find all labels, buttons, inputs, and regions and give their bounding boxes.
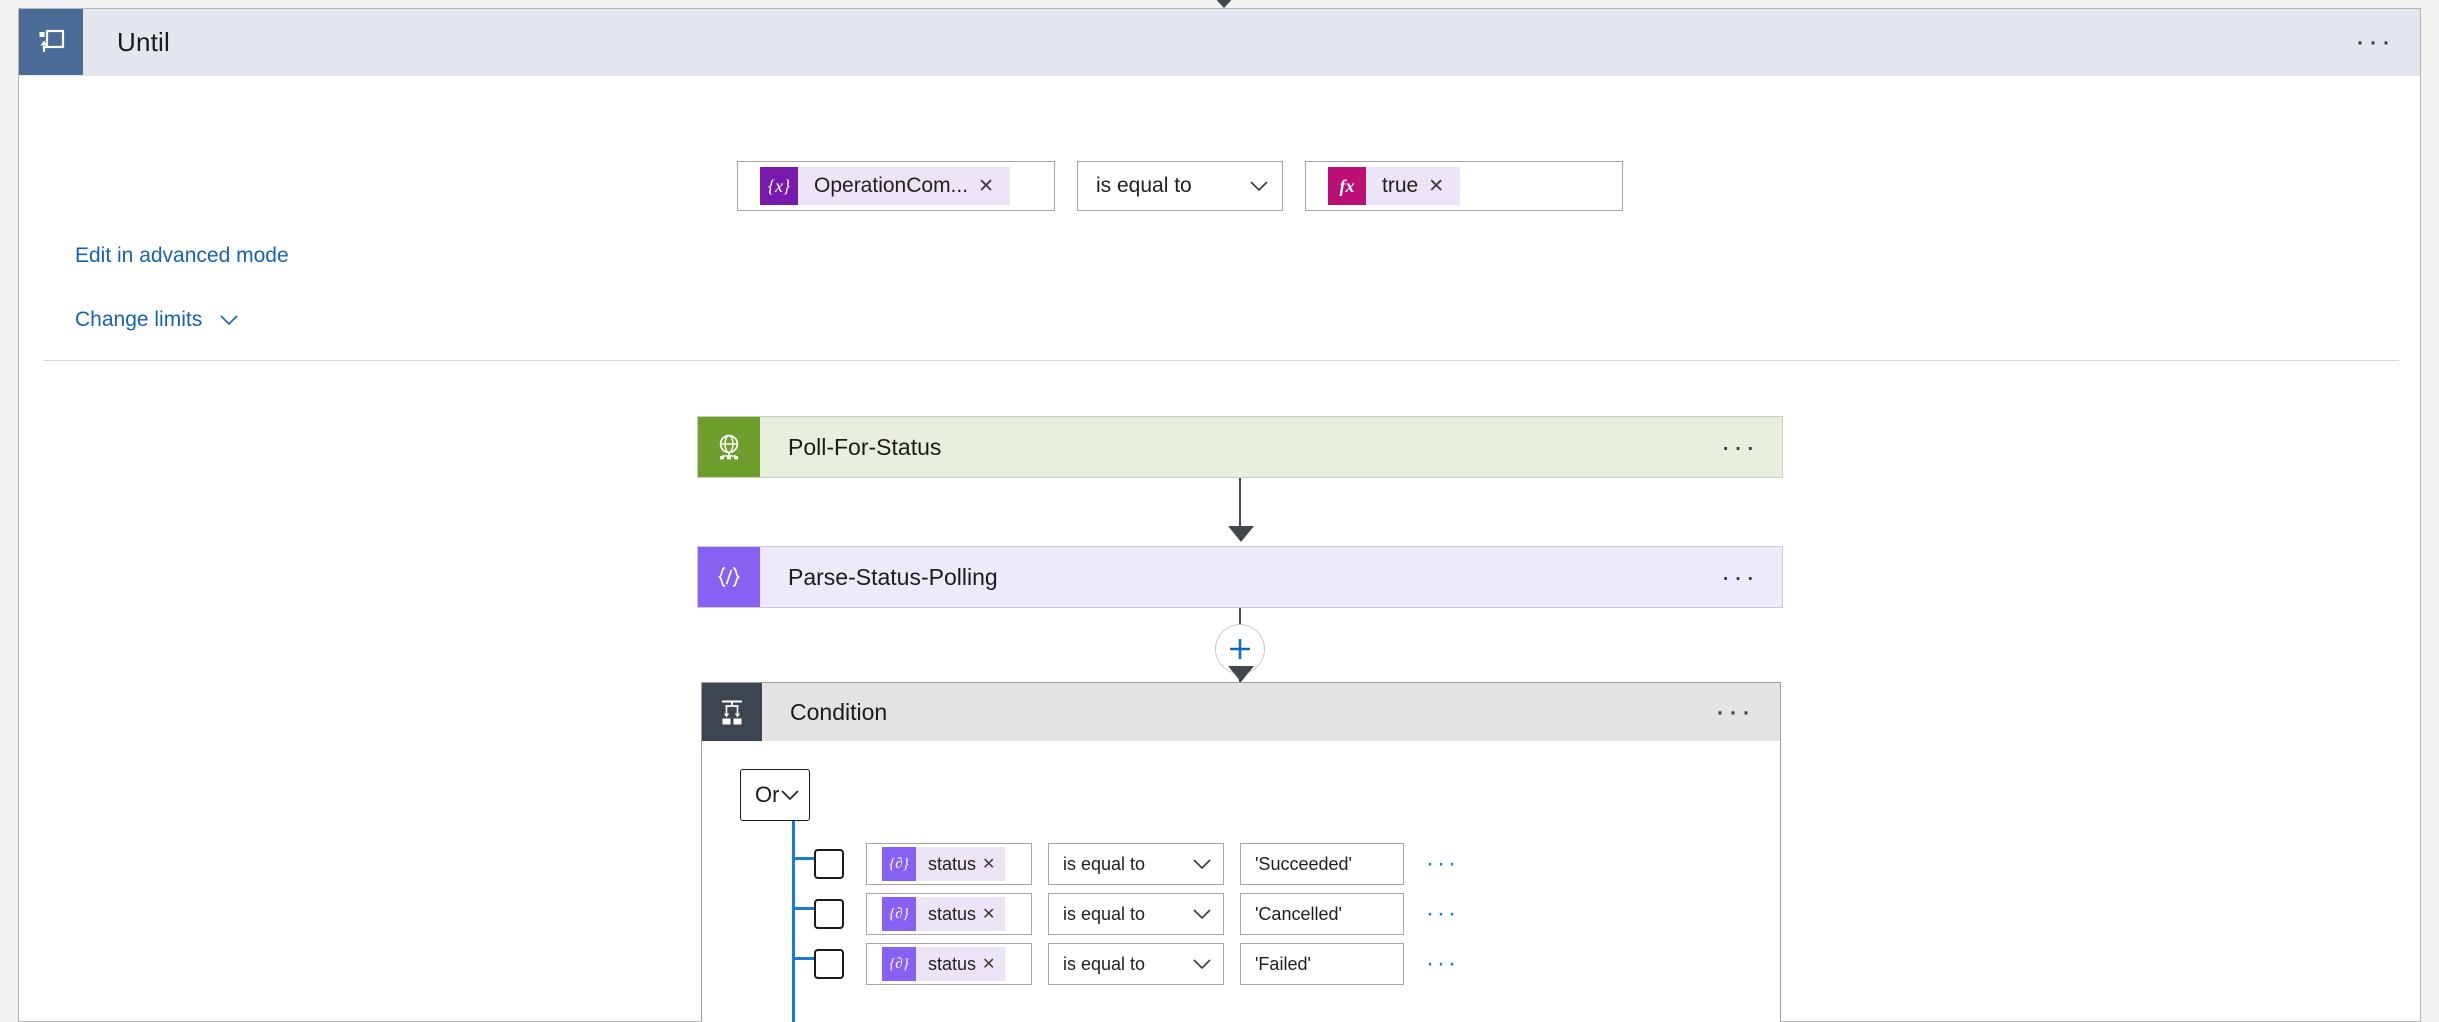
function-fx-icon: fx bbox=[1328, 167, 1366, 205]
parse-json-token-icon: {∂} bbox=[882, 947, 916, 981]
condition-row-checkbox[interactable] bbox=[814, 949, 844, 979]
condition-tree-branch bbox=[792, 957, 814, 960]
chevron-down-icon bbox=[220, 314, 238, 326]
action-overflow-menu-button[interactable]: ··· bbox=[1721, 561, 1758, 592]
action-title: Poll-For-Status bbox=[788, 433, 942, 460]
condition-value-input[interactable]: 'Cancelled' bbox=[1240, 893, 1404, 935]
connector-arrow-icon bbox=[1228, 666, 1254, 682]
status-token[interactable]: {∂} status ✕ bbox=[882, 847, 1006, 881]
condition-operator-select[interactable]: is equal to bbox=[1048, 843, 1224, 885]
until-left-operand-field[interactable]: {x} OperationCom... ✕ bbox=[737, 161, 1055, 211]
condition-left-operand-field[interactable]: {∂} status ✕ bbox=[866, 893, 1032, 935]
change-limits-label: Change limits bbox=[75, 308, 203, 331]
condition-tree-branch bbox=[792, 907, 814, 910]
until-condition-row: {x} OperationCom... ✕ is equal to fx tru… bbox=[737, 161, 1623, 211]
token-label: OperationCom... bbox=[814, 174, 969, 197]
remove-token-icon[interactable]: ✕ bbox=[978, 175, 994, 197]
until-scope-card: Until ··· {x} OperationCom... ✕ is equal… bbox=[18, 8, 2421, 1022]
condition-scope-header[interactable]: Condition ··· bbox=[702, 683, 1780, 741]
parse-json-token-icon: {∂} bbox=[882, 847, 916, 881]
remove-token-icon[interactable]: ✕ bbox=[982, 856, 996, 873]
condition-branch-icon bbox=[702, 683, 762, 741]
condition-operator-select[interactable]: is equal to bbox=[1048, 893, 1224, 935]
expression-variable-icon: {x} bbox=[760, 167, 798, 205]
condition-row-overflow-menu-button[interactable]: ··· bbox=[1426, 850, 1459, 877]
condition-scope-body: Or {∂} bbox=[702, 741, 1780, 1022]
action-overflow-menu-button[interactable]: ··· bbox=[1721, 431, 1758, 462]
condition-operator-value: is equal to bbox=[1063, 953, 1146, 974]
edit-in-advanced-mode-link[interactable]: Edit in advanced mode bbox=[75, 244, 289, 267]
condition-tree-trunk bbox=[792, 821, 795, 1022]
true-expression-token[interactable]: fx true ✕ bbox=[1328, 167, 1461, 205]
until-operator-select[interactable]: is equal to bbox=[1077, 161, 1283, 211]
condition-row-checkbox[interactable] bbox=[814, 899, 844, 929]
condition-tree-branch bbox=[792, 857, 814, 860]
incoming-connector-arrow-icon bbox=[1211, 0, 1237, 8]
until-scope-title: Until bbox=[117, 26, 171, 57]
condition-row: {∂} status ✕ is equal to 'Cancelled' bbox=[814, 893, 1459, 935]
condition-row-checkbox[interactable] bbox=[814, 849, 844, 879]
status-token[interactable]: {∂} status ✕ bbox=[882, 947, 1006, 981]
until-operator-value: is equal to bbox=[1096, 174, 1192, 197]
token-label: status bbox=[928, 953, 977, 974]
remove-token-icon[interactable]: ✕ bbox=[1428, 175, 1445, 197]
until-right-operand-field[interactable]: fx true ✕ bbox=[1305, 161, 1623, 211]
condition-operator-select[interactable]: is equal to bbox=[1048, 943, 1224, 985]
chevron-down-icon bbox=[1250, 180, 1268, 192]
condition-group-operator-value: Or bbox=[755, 782, 780, 807]
token-label: status bbox=[928, 903, 977, 924]
remove-token-icon[interactable]: ✕ bbox=[982, 906, 996, 923]
condition-left-operand-field[interactable]: {∂} status ✕ bbox=[866, 843, 1032, 885]
condition-row: {∂} status ✕ is equal to 'Failed' bbox=[814, 943, 1459, 985]
operation-complete-token[interactable]: {x} OperationCom... ✕ bbox=[760, 167, 1010, 205]
token-label: status bbox=[928, 853, 977, 874]
until-loop-icon bbox=[19, 9, 83, 75]
chevron-down-icon bbox=[781, 789, 799, 801]
condition-operator-value: is equal to bbox=[1063, 903, 1146, 924]
condition-operator-value: is equal to bbox=[1063, 853, 1146, 874]
add-step-button[interactable] bbox=[1215, 624, 1265, 674]
action-card-parse-status-polling[interactable]: Parse-Status-Polling ··· bbox=[697, 546, 1783, 608]
until-scope-body: {x} OperationCom... ✕ is equal to fx tru… bbox=[19, 76, 2420, 1022]
parse-json-icon bbox=[698, 547, 760, 607]
condition-value-input[interactable]: 'Succeeded' bbox=[1240, 843, 1404, 885]
condition-scope-title: Condition bbox=[790, 698, 888, 725]
connector-line bbox=[1239, 478, 1241, 530]
action-card-poll-for-status[interactable]: Poll-For-Status ··· bbox=[697, 416, 1783, 478]
parse-json-token-icon: {∂} bbox=[882, 897, 916, 931]
change-limits-link[interactable]: Change limits bbox=[75, 308, 238, 332]
condition-scope-card: Condition ··· Or bbox=[701, 682, 1781, 1022]
status-token[interactable]: {∂} status ✕ bbox=[882, 897, 1006, 931]
remove-token-icon[interactable]: ✕ bbox=[982, 956, 996, 973]
action-title: Parse-Status-Polling bbox=[788, 563, 998, 590]
connector-arrow-icon bbox=[1228, 526, 1254, 542]
section-divider bbox=[43, 360, 2399, 361]
condition-row: {∂} status ✕ is equal to 'Succeeded' bbox=[814, 843, 1459, 885]
until-overflow-menu-button[interactable]: ··· bbox=[2355, 25, 2394, 58]
connector-line bbox=[1239, 608, 1241, 626]
condition-left-operand-field[interactable]: {∂} status ✕ bbox=[866, 943, 1032, 985]
condition-value-input[interactable]: 'Failed' bbox=[1240, 943, 1404, 985]
condition-group-operator-select[interactable]: Or bbox=[740, 769, 810, 821]
condition-row-overflow-menu-button[interactable]: ··· bbox=[1426, 900, 1459, 927]
chevron-down-icon bbox=[1193, 908, 1211, 920]
token-label: true bbox=[1382, 174, 1419, 197]
until-scope-header[interactable]: Until ··· bbox=[19, 9, 2420, 76]
condition-row-overflow-menu-button[interactable]: ··· bbox=[1426, 950, 1459, 977]
http-globe-icon bbox=[698, 417, 760, 477]
chevron-down-icon bbox=[1193, 958, 1211, 970]
chevron-down-icon bbox=[1193, 858, 1211, 870]
condition-overflow-menu-button[interactable]: ··· bbox=[1715, 695, 1754, 728]
